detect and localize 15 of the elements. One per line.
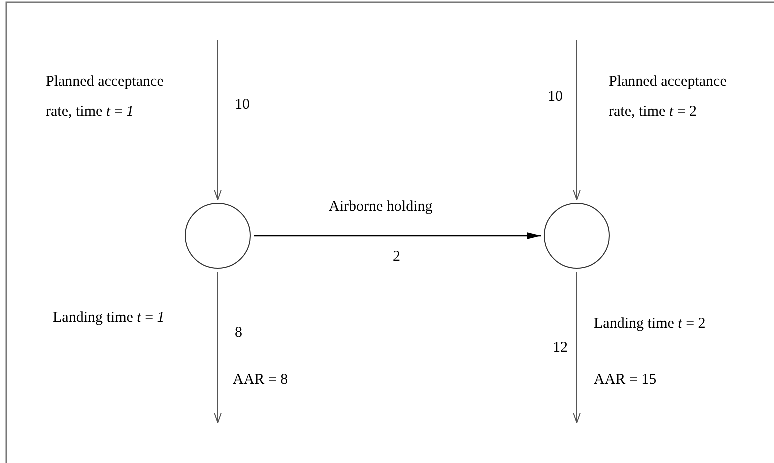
note-text: AAR = 8 <box>233 371 288 389</box>
note-text: Landing time t = 2 <box>594 315 706 333</box>
edge-label: Airborne holding <box>329 198 433 216</box>
note-text: Planned acceptance rate, time t = 2 <box>609 73 728 122</box>
arrow <box>573 272 581 424</box>
arrow <box>254 232 541 240</box>
arrow <box>214 40 222 200</box>
arrow <box>573 40 581 200</box>
note-text: AAR = 15 <box>594 371 657 389</box>
node-circle <box>185 203 251 269</box>
note-text: 2 <box>393 248 400 266</box>
node-circle <box>544 203 610 269</box>
note-text: Landing time t = 1 <box>53 309 165 327</box>
arrow <box>214 272 222 424</box>
note-text: Planned acceptance rate, time t = 1 <box>46 73 165 122</box>
